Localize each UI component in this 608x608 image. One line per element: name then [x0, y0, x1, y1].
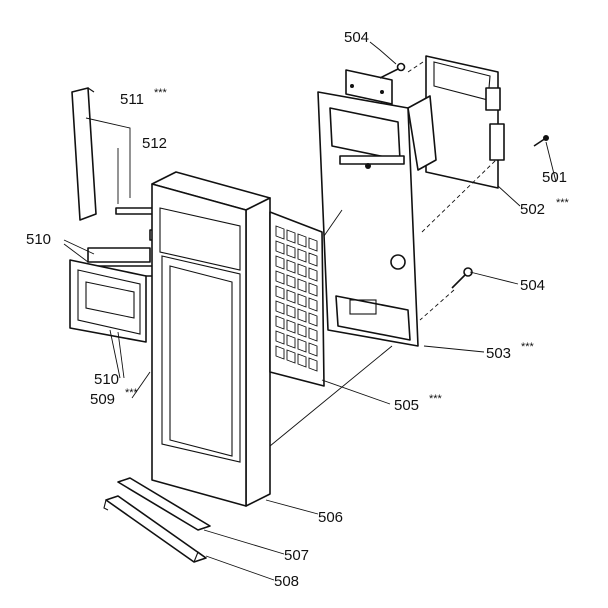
part-501-screw	[533, 135, 549, 147]
keypad-key	[308, 327, 318, 342]
callout-502-mark: ***	[556, 197, 570, 209]
keypad-key	[286, 304, 296, 319]
part-505-keypad	[269, 211, 325, 387]
part-511-strip	[71, 87, 97, 221]
keypad-key	[286, 319, 296, 334]
keypad-key	[275, 270, 285, 285]
keypad-key	[308, 267, 318, 282]
keypad-key	[275, 300, 285, 315]
callout-505: 505	[394, 397, 419, 414]
keypad-key	[297, 248, 307, 263]
callout-508: 508	[274, 573, 299, 590]
keypad-key	[286, 349, 296, 364]
keypad-key	[308, 252, 318, 267]
callout-510-upper: 510	[26, 231, 51, 248]
callout-504-top: 504	[344, 29, 369, 46]
callout-506: 506	[318, 509, 343, 526]
callout-502: 502	[520, 201, 545, 218]
keypad-key	[297, 233, 307, 248]
callout-503: 503	[486, 345, 511, 362]
callout-511-mark: ***	[154, 87, 168, 99]
keypad-key	[275, 240, 285, 255]
keypad-key	[286, 259, 296, 274]
callout-labels: 501 502 *** 503 *** 504 504 505 *** 506 …	[26, 29, 570, 590]
keypad-key	[275, 345, 285, 360]
keypad-key	[297, 293, 307, 308]
keypad-key	[297, 263, 307, 278]
keypad-key	[308, 357, 318, 372]
callout-507: 507	[284, 547, 309, 564]
callout-504-right: 504	[520, 277, 545, 294]
callout-511: 511	[120, 91, 144, 108]
keypad-key	[308, 312, 318, 327]
callout-510-lower: 510	[94, 371, 119, 388]
keypad-key	[275, 255, 285, 270]
keypad-key	[286, 289, 296, 304]
leader-lines	[63, 41, 557, 581]
callout-503-mark: ***	[521, 341, 535, 353]
part-506-front-panel	[151, 171, 271, 507]
keypad-key	[286, 274, 296, 289]
part-504-screw-right	[451, 267, 473, 289]
keypad-key	[308, 297, 318, 312]
keypad-key	[275, 315, 285, 330]
callout-505-mark: ***	[429, 393, 443, 405]
keypad-key	[275, 225, 285, 240]
part-507-trim	[117, 477, 211, 531]
keypad-key	[297, 353, 307, 368]
callout-501: 501	[542, 169, 567, 186]
keypad-grid	[275, 225, 318, 372]
keypad-key	[275, 285, 285, 300]
part-508-trim	[103, 495, 207, 563]
keypad-key	[308, 282, 318, 297]
part-503-bracket	[317, 69, 437, 347]
keypad-key	[308, 237, 318, 252]
part-504-screw-top	[379, 62, 406, 79]
callout-512: 512	[142, 135, 167, 152]
keypad-key	[297, 323, 307, 338]
keypad-key	[286, 229, 296, 244]
keypad-key	[275, 330, 285, 345]
keypad-key	[297, 278, 307, 293]
callout-509-mark: ***	[125, 387, 139, 399]
part-502-board	[425, 55, 505, 189]
keypad-key	[286, 334, 296, 349]
keypad-key	[286, 244, 296, 259]
part-509-frame	[69, 259, 147, 343]
keypad-key	[297, 308, 307, 323]
keypad-key	[297, 338, 307, 353]
keypad-key	[308, 342, 318, 357]
callout-509: 509	[90, 391, 115, 408]
